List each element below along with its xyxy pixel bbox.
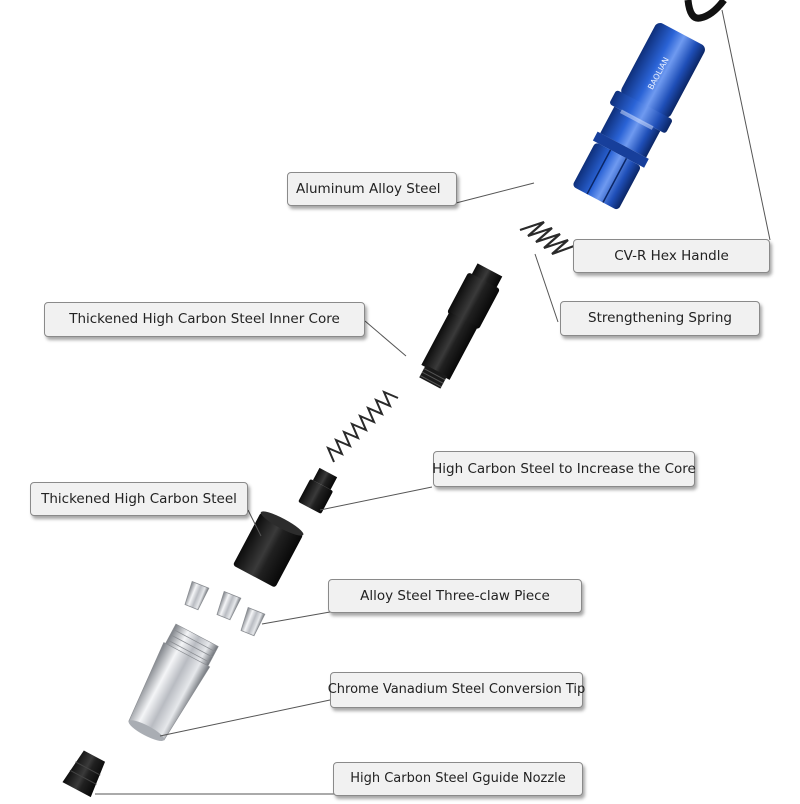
label-cv-r-hex-handle: CV-R Hex Handle (573, 239, 770, 273)
conversion-tip (128, 623, 219, 741)
cable (684, 0, 727, 22)
increase-core-piece (298, 467, 338, 514)
hex-handle: BAOLIAN (573, 23, 705, 210)
middle-spring (326, 390, 399, 463)
carbon-steel-sleeve (233, 511, 304, 587)
label-thickened-high-carbon-steel: Thickened High Carbon Steel (30, 482, 248, 516)
label-conversion-tip: Chrome Vanadium Steel Conversion Tip (328, 672, 585, 708)
top-spring (519, 220, 575, 256)
label-increase-the-core: High Carbon Steel to Increase the Core (432, 451, 696, 487)
label-aluminum-alloy-steel: Aluminum Alloy Steel (287, 172, 457, 206)
label-guide-nozzle: High Carbon Steel Gguide Nozzle (333, 762, 583, 796)
three-claw-pieces (184, 580, 266, 637)
label-thickened-inner-core: Thickened High Carbon Steel Inner Core (44, 302, 365, 337)
inner-core (419, 263, 503, 389)
guide-nozzle (62, 750, 106, 798)
label-strengthening-spring: Strengthening Spring (560, 301, 760, 336)
leader-lines (95, 9, 771, 795)
label-three-claw-piece: Alloy Steel Three-claw Piece (328, 579, 582, 613)
